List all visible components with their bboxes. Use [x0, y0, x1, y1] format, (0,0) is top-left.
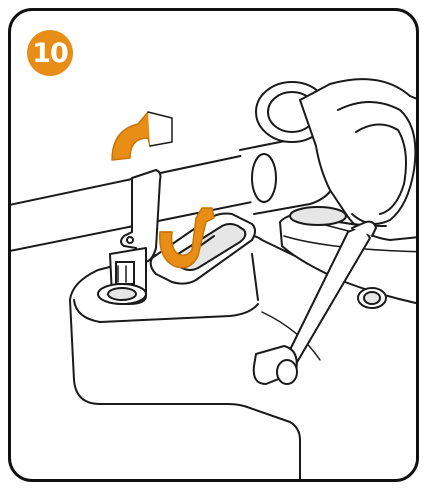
lift-lever [252, 220, 377, 385]
step-number-badge: 10 [27, 30, 73, 76]
pivot-housing [255, 78, 416, 241]
tonearm-tube [11, 136, 339, 253]
curved-arrow-icon [111, 111, 173, 161]
step-number: 10 [32, 37, 69, 69]
armrest-post [97, 247, 147, 305]
arm-clip [159, 207, 215, 269]
